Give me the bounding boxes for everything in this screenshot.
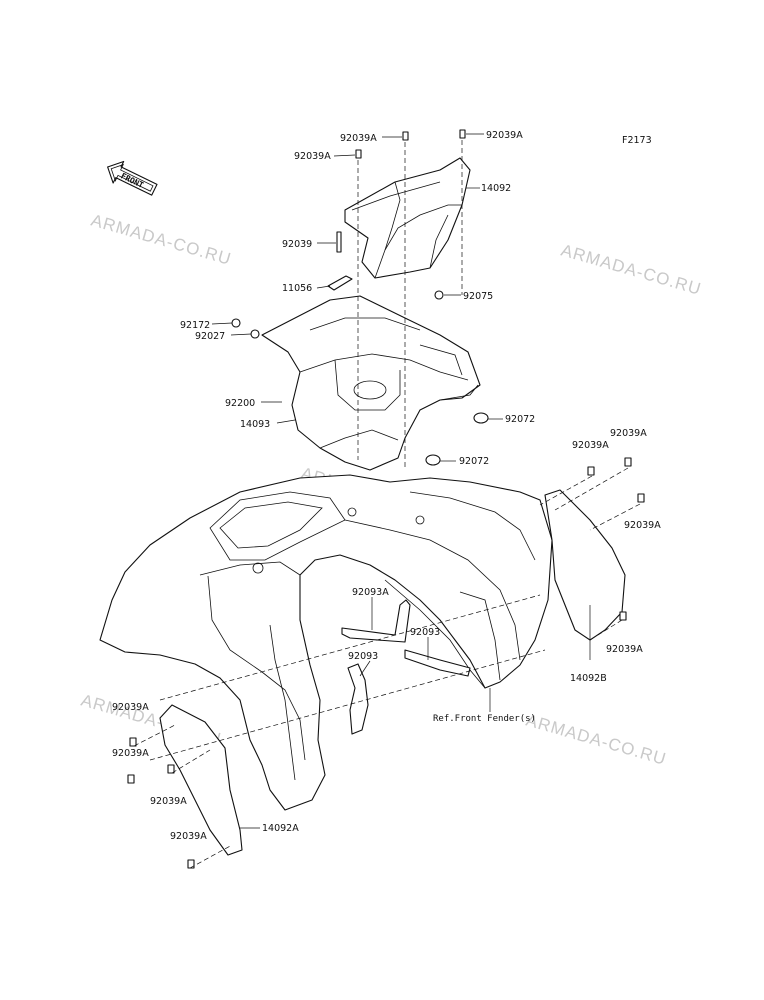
hose-92093a	[341, 599, 411, 643]
callout-92093: 92093	[410, 627, 440, 638]
fasteners	[127, 129, 645, 869]
callout-92200: 92200	[225, 398, 255, 409]
hose-92093-right	[404, 649, 471, 677]
callout-14092a: 14092A	[262, 823, 299, 834]
callout-92039a: 92039A	[624, 520, 661, 531]
callout-14093: 14093	[240, 419, 270, 430]
callout-92039a: 92039A	[294, 151, 331, 162]
callout-92039a: 92039A	[340, 133, 377, 144]
callout-92172: 92172	[180, 320, 210, 331]
figure-code: F2173	[622, 135, 652, 146]
watermark-5: ARMADA-CO.RU	[524, 711, 669, 769]
callout-labels: 92039A 92039A 92039A 14092 92039 11056 9…	[112, 130, 661, 842]
callout-92039a: 92039A	[112, 748, 149, 759]
storage-box-14093	[261, 295, 481, 471]
cover-14092	[344, 157, 471, 279]
callout-92093: 92093	[348, 651, 378, 662]
callout-14092b: 14092B	[570, 673, 607, 684]
side-cover-14092a	[159, 704, 243, 856]
callout-11056: 11056	[282, 283, 312, 294]
callout-14092: 14092	[481, 183, 511, 194]
callout-92039a: 92039A	[606, 644, 643, 655]
callout-92072: 92072	[459, 456, 489, 467]
callout-92039a: 92039A	[170, 831, 207, 842]
callout-92039a: 92039A	[610, 428, 647, 439]
callout-92039: 92039	[282, 239, 312, 250]
bracket-11056	[327, 275, 353, 291]
hose-92093-left	[347, 663, 369, 735]
leader-lines	[211, 133, 591, 829]
callout-92072: 92072	[505, 414, 535, 425]
callout-92039a: 92039A	[112, 702, 149, 713]
grommet-92072-upper	[473, 412, 489, 424]
callout-92039a: 92039A	[572, 440, 609, 451]
watermark-1: ARMADA-CO.RU	[89, 211, 234, 269]
callout-92075: 92075	[463, 291, 493, 302]
watermark-2: ARMADA-CO.RU	[559, 241, 704, 299]
callout-92027: 92027	[195, 331, 225, 342]
callout-92039a: 92039A	[150, 796, 187, 807]
grommet-92072-lower	[425, 454, 441, 466]
callout-92093a: 92093A	[352, 587, 389, 598]
reference-note: Ref.Front Fender(s)	[433, 714, 536, 724]
side-cover-14092b	[544, 489, 626, 641]
assembly-lines	[133, 140, 641, 869]
rear-fender	[99, 474, 553, 811]
front-arrow-icon: FRONT	[107, 160, 158, 196]
callout-92039a: 92039A	[486, 130, 523, 141]
